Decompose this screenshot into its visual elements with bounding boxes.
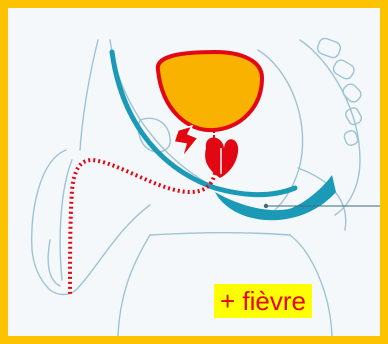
prostate: [205, 130, 238, 178]
anatomy-illustration: [8, 8, 380, 336]
perineum-outline: [150, 233, 290, 235]
lightning-bolt-icon: [174, 126, 198, 158]
rectum-channel: [215, 175, 336, 220]
fever-annotation: + fièvre: [214, 284, 312, 318]
thigh-outline: [118, 235, 150, 336]
abdomen-outline: [80, 40, 98, 150]
scrotum-outline: [48, 240, 60, 286]
vertebra-1: [316, 37, 342, 60]
bladder: [158, 52, 262, 130]
pointer-dot: [264, 204, 268, 208]
